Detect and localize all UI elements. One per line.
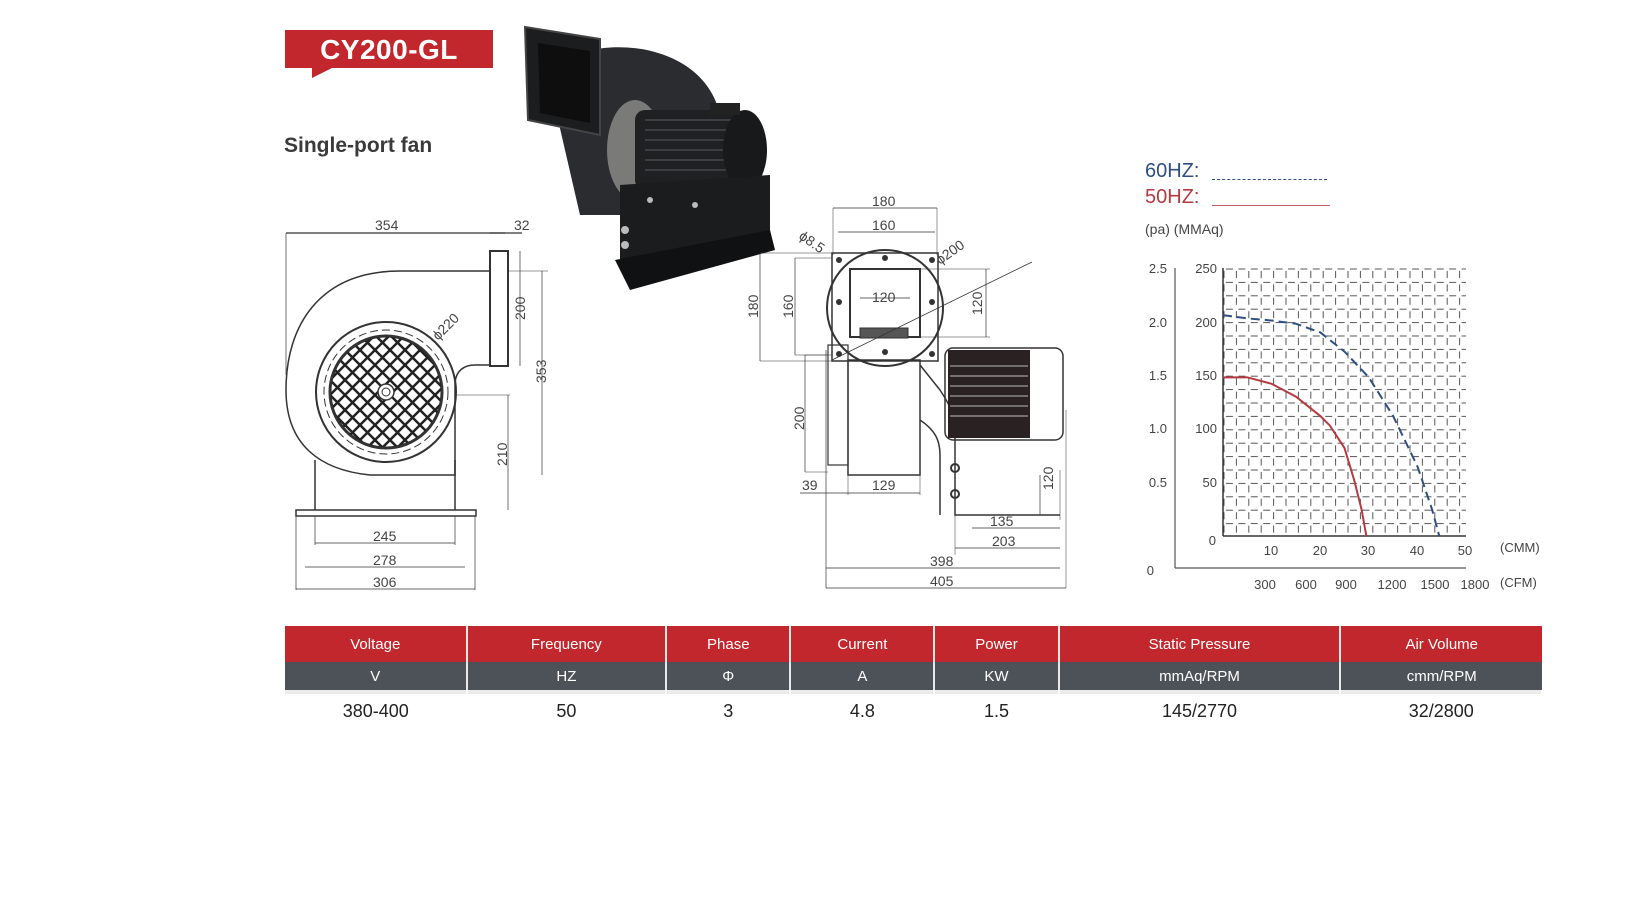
dim-245: 245 (373, 528, 397, 544)
mounting-base (615, 175, 775, 290)
x-tick-20: 20 (1313, 543, 1327, 558)
value-static-pressure: 145/2770 (1161, 700, 1238, 721)
value-frequency: 50 (556, 700, 577, 721)
dim-120-center: 120 (872, 289, 896, 305)
y-tick-250: 250 (1195, 261, 1217, 276)
series-60hz-curve (1222, 314, 1441, 537)
dim-160-top: 160 (872, 217, 896, 233)
chart-grid (1223, 268, 1466, 536)
value-phase: 3 (723, 700, 734, 721)
series-50hz-curve (1223, 376, 1368, 537)
y2-tick-0-5: 0.5 (1149, 475, 1167, 490)
header-current: Current (790, 626, 936, 662)
value-power: 1.5 (983, 700, 1009, 721)
dim-203: 203 (992, 533, 1016, 549)
unit-frequency: HZ (466, 662, 668, 690)
header-air-volume: Air Volume (1340, 626, 1542, 662)
unit-voltage: V (285, 662, 468, 690)
motor-finned-body (948, 350, 1030, 438)
y-tick-200: 200 (1195, 315, 1217, 330)
dim-180-top: 180 (872, 193, 896, 209)
x-tick-40: 40 (1410, 543, 1424, 558)
y-tick-100: 100 (1195, 421, 1217, 436)
dim-phi8-5: ϕ8.5 (796, 227, 828, 256)
motor-body (607, 100, 767, 200)
fan-product-photo (523, 25, 775, 290)
header-voltage: Voltage (285, 626, 468, 662)
chart-units-label: (pa) (MMAq) (1145, 221, 1224, 237)
legend-60hz: 60HZ: (1145, 160, 1200, 182)
side-view-drawing: 354 32 200 353 ϕ220 210 245 278 306 (285, 217, 549, 590)
spec-table: Voltage Frequency Phase Current Power St… (285, 626, 1543, 728)
unit-power: KW (934, 662, 1060, 690)
dim-120-right: 120 (969, 291, 985, 315)
dim-32: 32 (514, 217, 530, 233)
dim-353: 353 (533, 359, 549, 383)
dim-200: 200 (512, 296, 528, 320)
dim-306: 306 (373, 574, 397, 590)
unit-phase: Φ (666, 662, 792, 690)
spec-separator-row (285, 690, 1543, 694)
x2-tick-900: 900 (1335, 577, 1357, 592)
dim-120-base: 120 (1040, 466, 1056, 490)
unit-current: A (790, 662, 936, 690)
performance-chart: 250 200 150 100 50 0 2.5 2.0 1.5 1.0 0.5… (1147, 261, 1540, 592)
unit-air-volume: cmm/RPM (1340, 662, 1542, 690)
dim-405: 405 (930, 573, 954, 589)
spec-header-row: Voltage Frequency Phase Current Power St… (285, 626, 1542, 662)
dim-278: 278 (373, 552, 397, 568)
x-tick-50: 50 (1458, 543, 1472, 558)
x2-tick-300: 300 (1254, 577, 1276, 592)
y-tick-150: 150 (1195, 368, 1217, 383)
y2-tick-2-0: 2.0 (1149, 315, 1167, 330)
legend-60hz-label: 60HZ (1145, 160, 1194, 182)
front-view-drawing: 180 160 ϕ8.5 ϕ200 120 180 160 120 200 39… (745, 193, 1067, 589)
legend-50hz-label: 50HZ (1145, 186, 1194, 208)
spec-values-row: 380-400 50 3 4.8 1.5 145/2770 32/2800 (285, 694, 1542, 728)
product-subtitle: Single-port fan (284, 134, 433, 157)
dim-398: 398 (930, 553, 954, 569)
unit-static-pressure: mmAq/RPM (1058, 662, 1342, 690)
title-badge-tail (312, 68, 332, 78)
model-title-badge: CY200-GL (285, 30, 493, 68)
dim-160-left: 160 (780, 294, 796, 318)
dim-129: 129 (872, 477, 896, 493)
dim-354: 354 (375, 217, 399, 233)
dim-210: 210 (494, 442, 510, 466)
y2-tick-0: 0 (1147, 563, 1154, 578)
dim-phi200: ϕ200 (933, 236, 968, 267)
x-tick-10: 10 (1264, 543, 1278, 558)
x-tick-30: 30 (1361, 543, 1375, 558)
x2-tick-600: 600 (1295, 577, 1317, 592)
y2-tick-2-5: 2.5 (1149, 261, 1167, 276)
x2-tick-1800: 1800 (1461, 577, 1490, 592)
header-phase: Phase (666, 626, 792, 662)
header-power: Power (934, 626, 1060, 662)
dim-phi220: ϕ220 (429, 310, 463, 344)
spec-units-row: V HZ Φ A KW mmAq/RPM cmm/RPM (285, 662, 1542, 690)
x2-tick-1500: 1500 (1421, 577, 1450, 592)
x2-tick-1200: 1200 (1378, 577, 1407, 592)
dim-135: 135 (990, 513, 1014, 529)
dim-200-housing: 200 (791, 406, 807, 430)
value-current: 4.8 (849, 700, 875, 721)
header-frequency: Frequency (466, 626, 668, 662)
y2-tick-1-0: 1.0 (1149, 421, 1167, 436)
value-air-volume: 32/2800 (1408, 700, 1474, 721)
dim-39: 39 (802, 477, 818, 493)
y2-tick-1-5: 1.5 (1149, 368, 1167, 383)
header-static-pressure: Static Pressure (1058, 626, 1342, 662)
value-voltage: 380-400 (342, 700, 409, 721)
legend-50hz: 50HZ: (1145, 186, 1200, 208)
y-tick-50: 50 (1203, 475, 1217, 490)
x-axis-label-cfm: (CFM) (1500, 575, 1537, 590)
legend-60hz-dashed-line (1212, 179, 1327, 180)
dim-180-left: 180 (745, 294, 761, 318)
x-axis-label-cmm: (CMM) (1500, 540, 1540, 555)
legend-50hz-solid-line (1212, 205, 1330, 206)
y-tick-0: 0 (1209, 533, 1216, 548)
